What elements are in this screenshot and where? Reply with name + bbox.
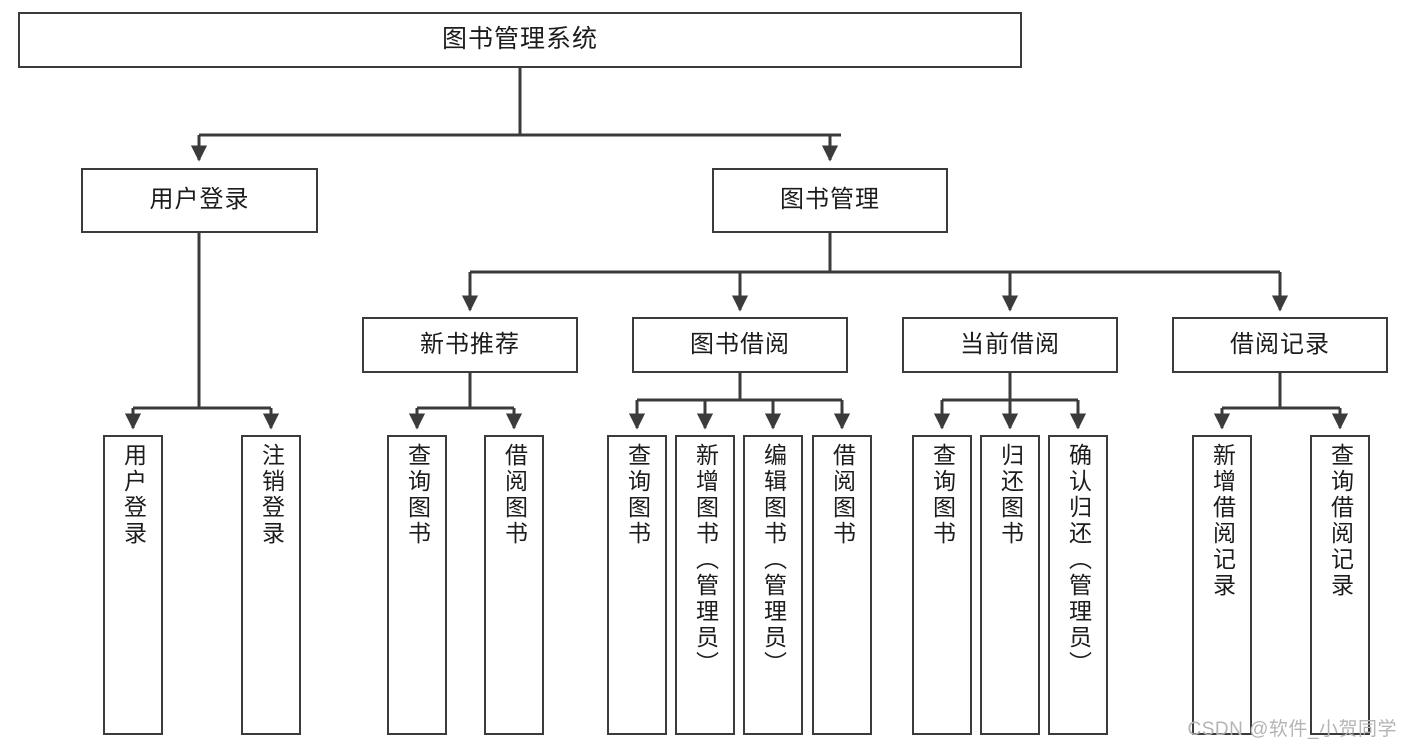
- leaf-query-record-label: 查询借阅记录: [1327, 443, 1354, 599]
- leaf-borrow-book-1-label: 借阅图书: [501, 443, 528, 547]
- node-new-book-recommend[interactable]: 新书推荐: [362, 317, 578, 373]
- leaf-user-logout-label: 注销登录: [258, 443, 285, 547]
- leaf-borrow-book-2-label: 借阅图书: [829, 443, 856, 547]
- leaf-return-book-label: 归还图书: [997, 443, 1024, 547]
- node-book-borrow-label: 图书借阅: [690, 330, 790, 358]
- node-book-borrow[interactable]: 图书借阅: [632, 317, 848, 373]
- leaf-query-book-2-label: 查询图书: [624, 443, 651, 547]
- node-borrow-record-label: 借阅记录: [1230, 330, 1330, 358]
- leaf-query-record[interactable]: 查询借阅记录: [1310, 435, 1370, 735]
- leaf-return-book[interactable]: 归还图书: [980, 435, 1040, 735]
- node-book-manage-label: 图书管理: [780, 186, 880, 214]
- leaf-query-book-1[interactable]: 查询图书: [387, 435, 447, 735]
- csdn-watermark: CSDN @软件_小贺同学: [1187, 719, 1397, 740]
- leaf-confirm-return[interactable]: 确认归还（管理员）: [1048, 435, 1108, 735]
- leaf-add-book[interactable]: 新增图书（管理员）: [675, 435, 735, 735]
- leaf-user-login-label: 用户登录: [120, 443, 147, 547]
- leaf-add-record[interactable]: 新增借阅记录: [1192, 435, 1252, 735]
- leaf-user-login[interactable]: 用户登录: [103, 435, 163, 735]
- node-root[interactable]: 图书管理系统: [18, 12, 1022, 68]
- node-new-book-recommend-label: 新书推荐: [420, 330, 520, 358]
- node-book-manage[interactable]: 图书管理: [712, 168, 948, 233]
- node-user-login[interactable]: 用户登录: [81, 168, 318, 233]
- leaf-query-book-3[interactable]: 查询图书: [912, 435, 972, 735]
- leaf-query-book-1-label: 查询图书: [404, 443, 431, 547]
- leaf-borrow-book-2[interactable]: 借阅图书: [812, 435, 872, 735]
- leaf-add-book-label: 新增图书（管理员）: [692, 443, 719, 677]
- node-current-borrow[interactable]: 当前借阅: [902, 317, 1118, 373]
- node-current-borrow-label: 当前借阅: [960, 330, 1060, 358]
- node-user-login-label: 用户登录: [149, 186, 250, 214]
- leaf-add-record-label: 新增借阅记录: [1209, 443, 1236, 599]
- leaf-confirm-return-label: 确认归还（管理员）: [1065, 443, 1092, 677]
- leaf-query-book-2[interactable]: 查询图书: [607, 435, 667, 735]
- node-root-label: 图书管理系统: [441, 25, 598, 54]
- node-borrow-record[interactable]: 借阅记录: [1172, 317, 1388, 373]
- leaf-edit-book-label: 编辑图书（管理员）: [760, 443, 787, 677]
- leaf-user-logout[interactable]: 注销登录: [241, 435, 301, 735]
- leaf-edit-book[interactable]: 编辑图书（管理员）: [743, 435, 803, 735]
- leaf-query-book-3-label: 查询图书: [929, 443, 956, 547]
- leaf-borrow-book-1[interactable]: 借阅图书: [484, 435, 544, 735]
